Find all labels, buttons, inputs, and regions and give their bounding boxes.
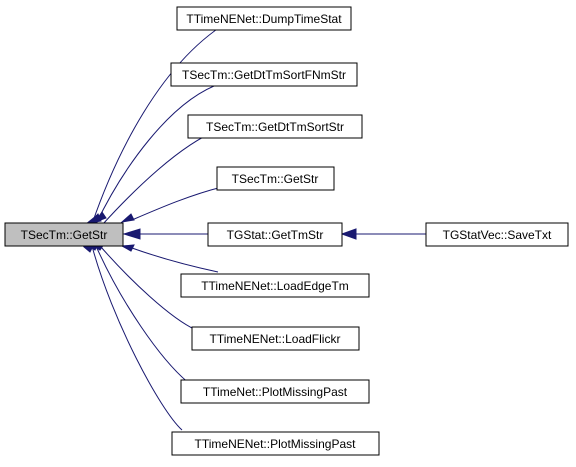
- nodes: TSecTm::GetStr TTimeNENet::DumpTimeStat …: [4, 6, 569, 456]
- edge-dumptimestat: [91, 18, 234, 225]
- node-caller-loadedgetm[interactable]: TTimeNENet::LoadEdgeTm: [180, 273, 370, 298]
- node-label: TTimeNENet::LoadFlickr: [210, 332, 341, 346]
- node-label: TSecTm::GetDtTmSortFNmStr: [182, 68, 346, 82]
- edges: [82, 18, 426, 431]
- arrowhead: [93, 211, 107, 224]
- node-caller-tnet-plotmissingpast[interactable]: TTimeNet::PlotMissingPast: [180, 379, 370, 404]
- node-caller-secm-getstr[interactable]: TSecTm::GetStr: [216, 166, 335, 191]
- node-label: TTimeNENet::DumpTimeStat: [186, 12, 342, 26]
- node-root-label: TSecTm::GetStr: [21, 228, 108, 242]
- node-label: TSecTm::GetDtTmSortStr: [206, 120, 344, 134]
- arrowhead: [340, 228, 357, 240]
- node-caller-gettmstr[interactable]: TGStat::GetTmStr: [207, 222, 343, 247]
- edge-getdttmsortfnmstr: [95, 82, 223, 225]
- node-caller-tnenet-plotmissingpast[interactable]: TTimeNENet::PlotMissingPast: [171, 431, 380, 456]
- edge-tnenet-plotmissingpast: [91, 245, 183, 431]
- edge-getstr2: [131, 186, 223, 221]
- node-caller-loadflickr[interactable]: TTimeNENet::LoadFlickr: [191, 326, 360, 351]
- node-savetxt[interactable]: TGStatVec::SaveTxt: [425, 222, 569, 247]
- arrowhead: [120, 244, 135, 252]
- arrowhead: [122, 228, 141, 240]
- arrowhead: [120, 213, 135, 223]
- edge-tnet-plotmissingpast: [95, 245, 191, 385]
- node-label: TSecTm::GetStr: [232, 172, 319, 186]
- node-label: TTimeNENet::LoadEdgeTm: [201, 279, 349, 293]
- edge-getdttmsortstr: [102, 129, 219, 225]
- node-label: TTimeNENet::PlotMissingPast: [195, 437, 357, 451]
- node-caller-getdttmsortfnmstr[interactable]: TSecTm::GetDtTmSortFNmStr: [170, 62, 358, 87]
- node-label: TGStat::GetTmStr: [227, 228, 324, 242]
- edge-loadflickr: [100, 246, 197, 331]
- node-root[interactable]: TSecTm::GetStr: [4, 222, 124, 247]
- node-caller-getdttmsortstr[interactable]: TSecTm::GetDtTmSortStr: [187, 114, 363, 139]
- node-caller-dumptimestat[interactable]: TTimeNENet::DumpTimeStat: [176, 6, 352, 31]
- edge-loadedgetm: [131, 247, 219, 273]
- node-label: TTimeNet::PlotMissingPast: [203, 385, 348, 399]
- node-label: TGStatVec::SaveTxt: [443, 228, 552, 242]
